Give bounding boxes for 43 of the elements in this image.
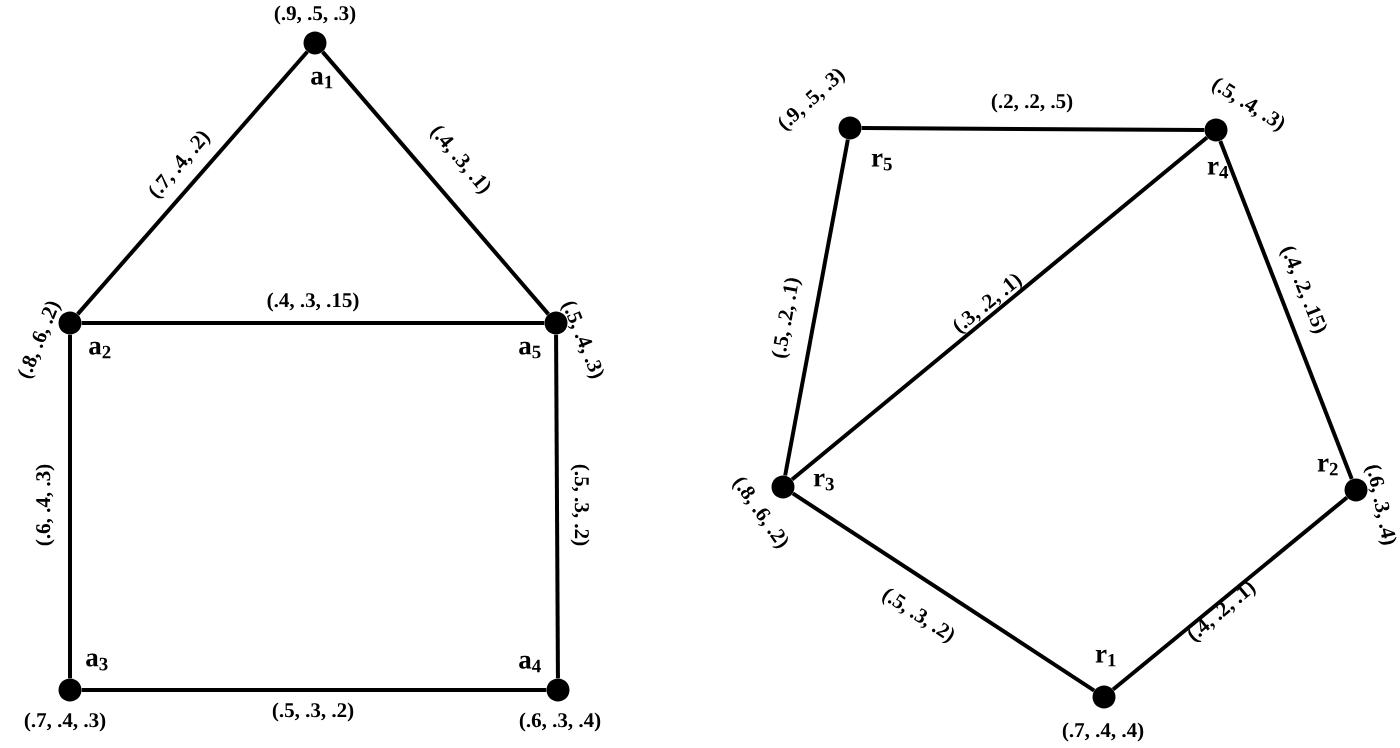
edge-line [81,321,545,325]
node-label: a$_{5}$ [519,341,541,359]
edge-line [783,139,850,476]
edge-line [861,126,1205,132]
vertex-value: (.9, .5, .3) [274,5,356,25]
vertex-value: (.6, .3, .4) [1363,465,1397,545]
edge-label: (.5, .3, .2) [882,589,954,643]
edge-line [68,334,72,679]
vertex-value: (.5, .4, .3) [1211,78,1285,132]
vertex-value: (.7, .4, .4) [1062,722,1144,742]
node-label: a$_{4}$ [519,655,541,673]
edge-label: (.4, .3, .15) [267,292,359,312]
edge-line [554,334,560,679]
edge-line [1218,140,1354,480]
edge-label: (.5, .2, .1) [771,278,803,358]
vertex-value: (.9, .5, .3) [779,69,846,131]
edge-label: (.7, .4, .2) [149,131,211,199]
edge-label: (.4, .3, .1) [430,126,490,194]
edge-label: (.3, .2, .1) [953,274,1023,334]
node-label: r$_{5}$ [871,153,892,171]
vertex-value: (.7, .4, .3) [24,712,106,732]
node-label: r$_{3}$ [813,473,834,491]
edge-line [790,135,1209,482]
vertex-value: (.6, .3, .4) [519,712,601,732]
edge-label: (.2, .2, .5) [991,93,1073,113]
vertex-value: (.8, .6, .2) [18,301,62,379]
node-label: r$_{1}$ [1095,649,1116,667]
edge-line [791,491,1096,693]
edge-line [81,688,547,692]
edge-label: (.4, .2, .15) [1279,246,1327,334]
node-label: a$_{2}$ [89,341,111,359]
node-label: r$_{4}$ [1207,161,1229,179]
edge-line [76,50,309,316]
edge-label: (.6, .4, .3) [35,464,55,546]
edge-line [1111,495,1349,692]
node-label: a$_{1}$ [311,71,333,89]
node-label: r$_{2}$ [1317,458,1338,476]
edge-label: (.5, .3, .2) [272,702,354,722]
node-label: a$_{3}$ [86,653,108,671]
vertex-value: (.8, .6, .2) [732,477,788,549]
edge-line [321,50,550,316]
vertex-value: (.5, .4, .3) [560,301,604,379]
edge-label: (.5, .3, .2) [570,464,590,546]
